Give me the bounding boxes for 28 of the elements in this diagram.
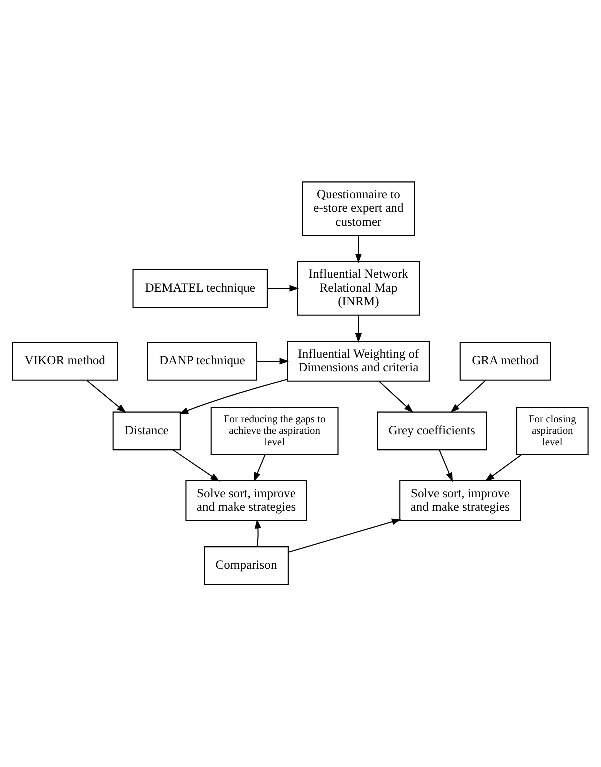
- node-box: VIKOR method: [12, 342, 118, 381]
- arrow: [257, 358, 290, 365]
- node-box: Comparison: [204, 546, 289, 586]
- arrow: [86, 380, 126, 414]
- arrow: [254, 454, 266, 482]
- arrow: [450, 380, 486, 414]
- arrow: [254, 519, 262, 547]
- node-box: Distance: [112, 412, 181, 451]
- node-box: Questionnaire to e-store expert and customer: [302, 182, 416, 236]
- node-box: DANP technique: [147, 342, 258, 381]
- arrow: [485, 454, 522, 482]
- node-box: Influential Network Relational Map (INRM): [297, 261, 420, 316]
- node-box: Solve sort, improve and make strategies: [186, 480, 308, 522]
- node-box: GRA method: [460, 342, 552, 381]
- node-box: For closing aspiration level: [516, 407, 589, 456]
- node-box: Grey coefficients: [377, 412, 488, 451]
- arrow: [179, 379, 288, 415]
- node-box: Solve sort, improve and make strategies: [400, 480, 522, 522]
- node-box: For reducing the gaps to achieve the aspiration level: [210, 407, 339, 456]
- arrow: [355, 236, 362, 264]
- node-box: DEMATEL technique: [132, 269, 268, 308]
- arrow: [268, 285, 300, 292]
- arrow: [379, 381, 414, 414]
- arrow: [355, 316, 362, 343]
- arrow: [173, 450, 220, 482]
- arrow: [439, 450, 453, 482]
- node-box: Influential Weighting of Dimensions and criteria: [287, 341, 430, 382]
- arrow: [288, 518, 402, 554]
